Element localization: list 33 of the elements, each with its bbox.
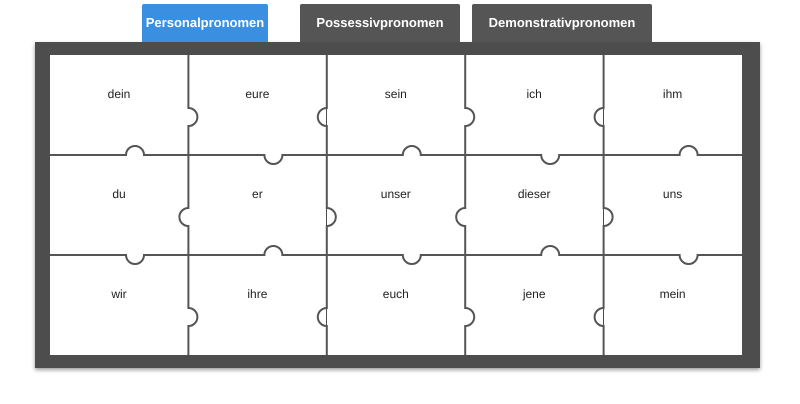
piece-word: dein xyxy=(106,87,132,101)
puzzle-piece xyxy=(326,155,465,255)
puzzle-piece xyxy=(604,55,742,155)
piece-word: ich xyxy=(526,87,543,101)
puzzle-piece xyxy=(465,55,604,155)
piece-word: mein xyxy=(658,287,687,301)
puzzle-piece xyxy=(50,255,188,355)
puzzle-piece xyxy=(604,255,742,355)
piece-word: uns xyxy=(662,187,684,201)
piece-word: ihm xyxy=(662,87,684,101)
piece-word: du xyxy=(111,187,127,201)
puzzle-piece xyxy=(50,55,188,155)
puzzle-piece xyxy=(604,155,742,255)
puzzle-piece xyxy=(50,155,188,255)
puzzle-piece xyxy=(326,55,465,155)
puzzle-piece xyxy=(188,55,326,155)
piece-word: eure xyxy=(244,87,270,101)
piece-word: jene xyxy=(522,287,547,301)
piece-word: er xyxy=(251,187,264,201)
piece-word: ihre xyxy=(246,287,268,301)
puzzle-piece xyxy=(465,255,604,355)
tab: Demonstrativpronomen xyxy=(472,4,652,42)
puzzle-piece xyxy=(188,155,326,255)
puzzle-piece xyxy=(188,255,326,355)
piece-word: sein xyxy=(384,87,408,101)
puzzle-piece xyxy=(465,155,604,255)
puzzle-piece xyxy=(326,255,465,355)
piece-word: dieser xyxy=(516,187,552,201)
piece-word: euch xyxy=(382,287,410,301)
piece-word: wir xyxy=(110,287,128,301)
tab: Personalpronomen xyxy=(142,4,268,42)
tab: Possessivpronomen xyxy=(300,4,460,42)
piece-word: unser xyxy=(380,187,412,201)
